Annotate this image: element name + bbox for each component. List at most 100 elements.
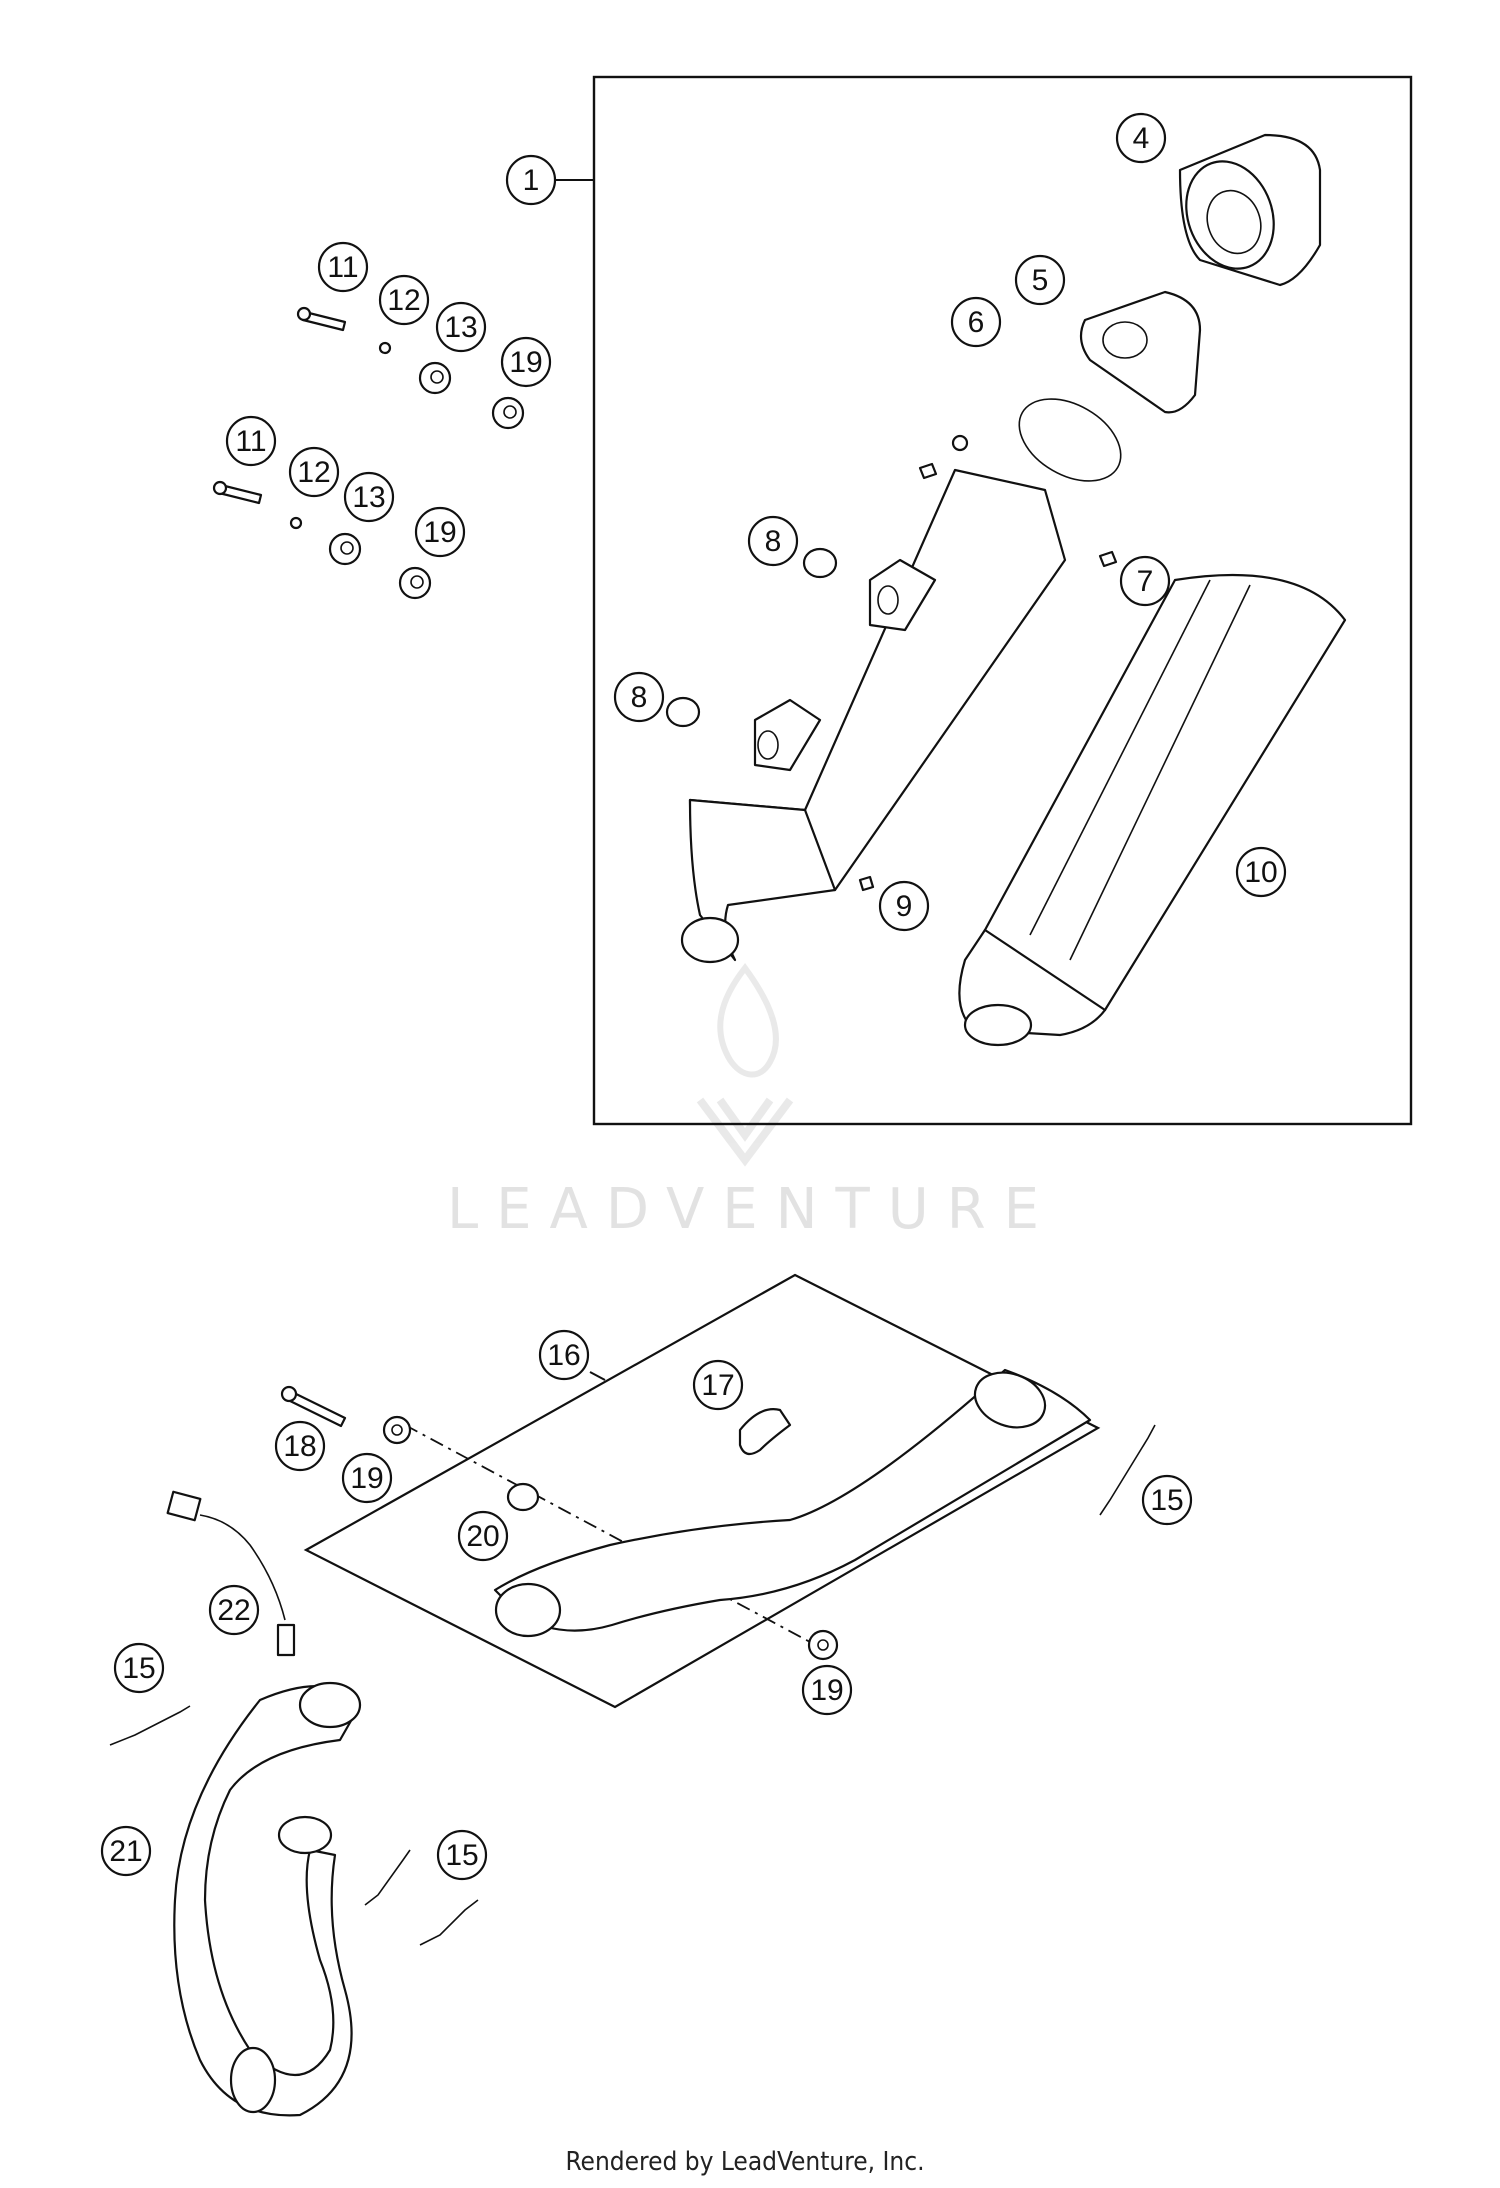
callout-7: 7 [1119,555,1171,607]
callout-label: 13 [352,481,385,514]
callout-circle [1014,254,1066,306]
footer-credit: Rendered by LeadVenture, Inc. [565,2147,924,2177]
spring-part-15-left [109,1705,191,1746]
sleeve-washer-part-13b [328,532,362,566]
kit-box-1 [592,75,1413,1126]
callout-circle [317,241,369,293]
callout-circle [692,1359,744,1411]
callout-circle [1115,112,1167,164]
callout-circle [341,1452,393,1504]
screw [918,462,938,480]
callout-1: 1 [505,154,557,206]
callout-label: 12 [387,284,420,317]
bolt-part-11b [212,480,263,505]
callout-circle [613,671,665,723]
sensor-part-22 [166,1490,296,1657]
end-cap-part-4 [1178,133,1322,287]
callout-label: 15 [445,1839,478,1872]
watermark-logo [696,963,794,1167]
clamp-part-17 [738,1408,792,1456]
gasket-ring-part-6 [1018,398,1122,482]
callout-label: 13 [444,311,477,344]
insert-part-5 [1079,290,1202,414]
callout-5: 5 [1014,254,1066,306]
bolt-part-18 [280,1385,347,1428]
spring-part-15-a [364,1849,411,1906]
callout-label: 16 [547,1339,580,1372]
grommet-part-19b [398,566,432,600]
callout-label: 22 [217,1594,250,1627]
grommet-part-19 [491,396,525,430]
callout-18: 18 [274,1420,326,1472]
grommet-part-8b [665,696,701,728]
callout-8: 8 [613,671,665,723]
callout-circle [100,1825,152,1877]
grommet-part-8 [802,547,838,579]
callout-label: 11 [327,251,358,284]
callout-label: 4 [1133,122,1150,155]
callout-label: 19 [423,516,456,549]
callout-circle [435,301,487,353]
callout-label: 19 [810,1674,843,1707]
callout-15: 15 [113,1642,165,1694]
callout-label: 15 [1150,1484,1183,1517]
callout-4: 4 [1115,112,1167,164]
callout-11: 11 [317,241,369,293]
callout-13: 13 [343,471,395,523]
washer-part-19-upper [382,1415,412,1445]
callout-circle [505,154,557,206]
kit-box-16 [303,1273,1101,1709]
callout-circle [500,336,552,388]
callout-label: 15 [122,1652,155,1685]
callout-12: 12 [378,274,430,326]
callout-15: 15 [436,1829,488,1881]
grommet-part-20 [506,1482,540,1512]
callout-11: 11 [225,415,277,467]
callout-label: 5 [1032,264,1049,297]
callout-9: 9 [878,880,930,932]
callout-circle [878,880,930,932]
callout-label: 9 [896,890,913,923]
callout-19: 19 [341,1452,393,1504]
callout-label: 7 [1137,565,1154,598]
callout-8: 8 [747,515,799,567]
sleeve-washer-part-13 [418,361,452,395]
callout-label: 10 [1244,856,1277,889]
callout-12: 12 [288,446,340,498]
screw-part-7 [1098,550,1118,568]
callout-20: 20 [457,1510,509,1562]
callout-label: 17 [701,1369,734,1402]
leader-line-16 [589,1371,606,1381]
callout-circle [288,446,340,498]
callout-label: 1 [523,164,540,197]
muffler-body [680,468,1067,964]
callout-label: 8 [631,681,648,714]
callout-15: 15 [1141,1474,1193,1526]
callout-circle [378,274,430,326]
spring-part-15-b [419,1899,479,1946]
callout-label: 21 [109,1835,142,1868]
watermark-text: LEADVENTURE [447,1177,1057,1242]
callout-circle [1119,555,1171,607]
mid-pipe [493,1368,1092,1638]
callout-label: 19 [350,1462,383,1495]
header-pipe-part-21 [173,1681,362,2117]
callout-16: 16 [538,1329,590,1381]
callouts: 1456788910111213191112131916171819201522… [100,112,1287,1881]
callout-label: 19 [509,346,542,379]
callout-21: 21 [100,1825,152,1877]
callout-circle [538,1329,590,1381]
callout-circle [747,515,799,567]
washer-part-12b [289,516,303,530]
washer-part-19-lower [807,1629,839,1661]
callout-circle [1235,846,1287,898]
callout-label: 12 [297,456,330,489]
callout-circle [274,1420,326,1472]
spring-part-15-right [1099,1424,1156,1516]
sleeve-part-10 [958,574,1347,1047]
callout-17: 17 [692,1359,744,1411]
callout-circle [343,471,395,523]
rivet [951,434,969,452]
assembly-axis [404,1424,826,1651]
